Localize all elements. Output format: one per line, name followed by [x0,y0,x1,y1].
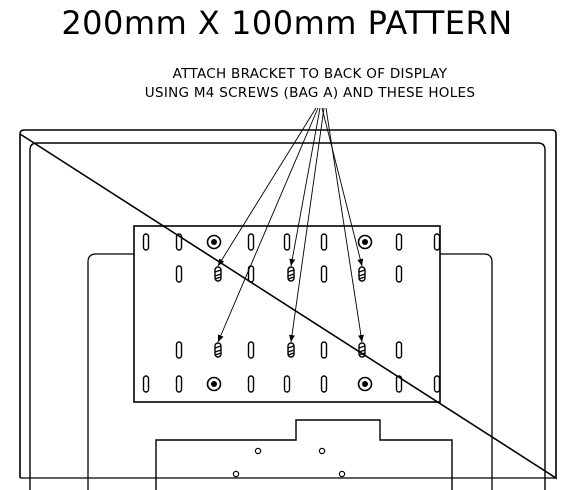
mounting-boss [206,234,222,250]
mounting-slot [433,233,441,251]
mounting-slot [433,375,441,393]
leader-arrows [217,107,364,343]
mounting-slot [175,233,183,251]
leader-arrow [217,107,319,343]
mounting-slot [142,375,150,393]
m4-screw-hole [358,342,366,358]
leader-arrow [325,107,364,343]
mounting-slot [395,375,403,393]
mounting-slot [395,341,403,359]
bay-hole [318,447,326,455]
display-inner-frame [29,142,546,490]
mounting-boss [357,234,373,250]
connector-bay-holes [232,447,346,478]
instruction-line-1: ATTACH BRACKET TO BACK OF DISPLAY [172,66,448,82]
mounting-slot [247,341,255,359]
mounting-slot [395,233,403,251]
mounting-slot [320,375,328,393]
mounting-boss [357,376,373,392]
m4-screw-hole [358,266,366,282]
bay-hole [232,470,240,478]
instruction-line-2: USING M4 SCREWS (BAG A) AND THESE HOLES [144,85,476,101]
m4-screw-hole [287,342,295,358]
m4-screw-hole [287,266,295,282]
mounting-slot [320,265,328,283]
connector-bay [155,419,453,490]
plate-features [142,233,441,393]
mounting-slot [247,265,255,283]
mounting-slot [247,375,255,393]
mounting-slot [175,341,183,359]
mounting-slot [175,265,183,283]
mounting-slot [247,233,255,251]
bay-hole [338,470,346,478]
mounting-slot [283,233,291,251]
leader-arrow [289,107,321,267]
leader-arrow [321,107,364,267]
leader-arrow [217,107,317,267]
diagram-title: 200mm X 100mm PATTERN [61,4,513,42]
mounting-boss [206,376,222,392]
mounting-slot [395,265,403,283]
display-outer-frame [19,129,557,480]
mounting-slot [175,375,183,393]
leader-arrow [289,107,325,343]
mounting-slot [320,233,328,251]
m4-screw-hole [214,266,222,282]
m4-screw-hole [214,342,222,358]
bay-hole [254,447,262,455]
back-panel-outline [87,253,493,490]
mounting-slot [320,341,328,359]
mounting-plate [133,225,441,403]
mounting-slot [283,375,291,393]
mounting-slot [142,233,150,251]
